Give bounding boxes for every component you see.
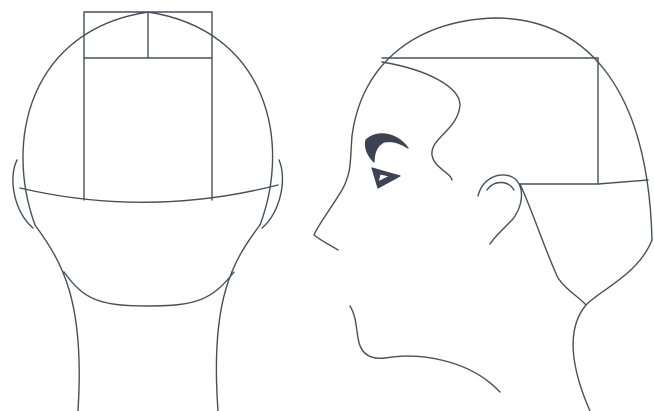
side-view-lower-section-line xyxy=(520,180,648,184)
side-view-eyebrow xyxy=(365,134,408,162)
side-view-eye xyxy=(372,168,400,188)
side-view-back-neck xyxy=(573,240,652,411)
back-view-right-neck xyxy=(216,225,260,411)
side-view-chin xyxy=(350,306,500,392)
back-view-occipital-line xyxy=(20,185,278,202)
side-view-jaw-line xyxy=(520,184,586,305)
side-view-ear-inner xyxy=(487,183,514,191)
side-view-skull-outline xyxy=(352,18,652,240)
back-view-head xyxy=(13,12,283,411)
back-view-nape-line xyxy=(64,272,234,306)
side-view-face-profile xyxy=(314,136,352,250)
back-view-left-neck xyxy=(35,225,79,411)
side-view-hairline xyxy=(382,62,460,180)
side-view-head xyxy=(314,18,652,411)
side-view-ear xyxy=(478,175,522,244)
